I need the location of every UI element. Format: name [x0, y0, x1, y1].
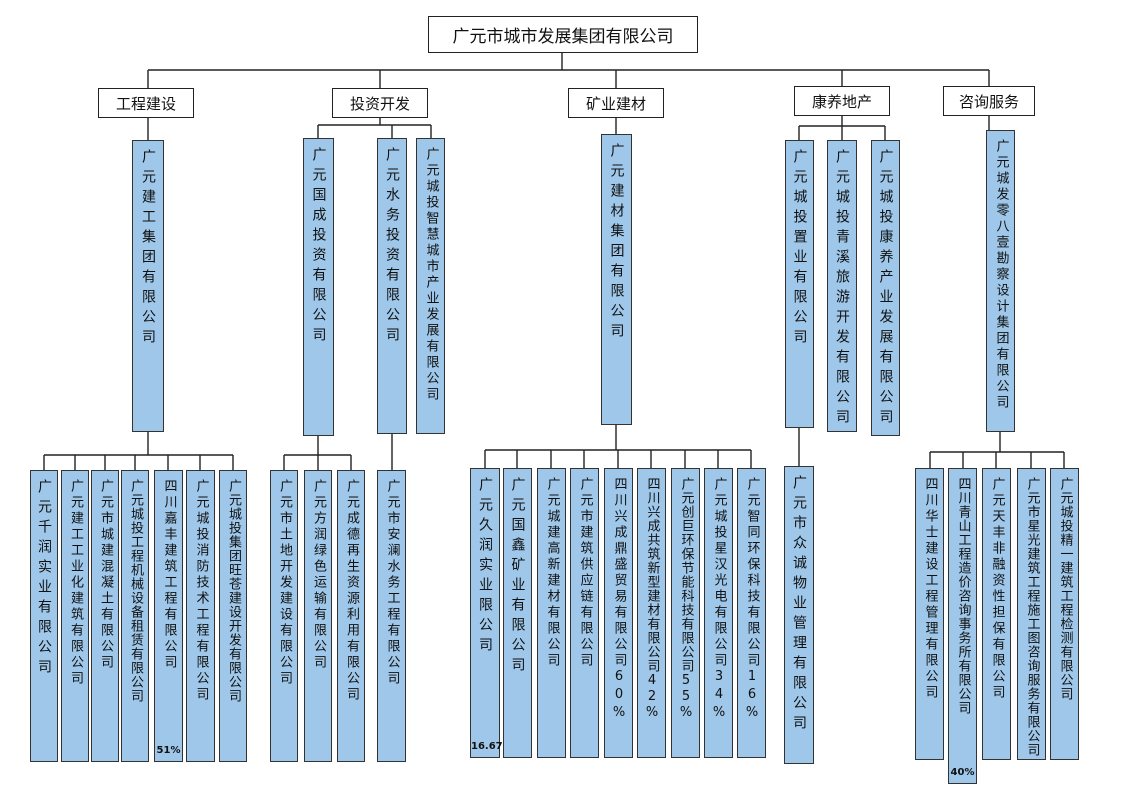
leaf-company: 广元城投精一建筑工程检测有限公司 [1050, 468, 1079, 760]
segment-label: 康养地产 [811, 92, 872, 111]
leaf-company: 广元城投工程机械设备租赁有限公司 [121, 470, 149, 762]
leaf-company: 广元创巨环保节能科技有限公司55% [671, 468, 700, 758]
leaf-company: 广元城投星汉光电有限公司34% [704, 468, 733, 758]
leaf-company-label: 广元城投精一建筑工程检测有限公司 [1057, 477, 1073, 701]
leaf-company: 四川青山工程造价咨询事务所有限公司 40% [948, 468, 977, 784]
leaf-company-label: 广元市建筑供应链有限公司 [577, 477, 593, 669]
leaf-company: 广元城建高新建材有限公司 [537, 468, 566, 758]
segment-label: 工程建设 [115, 94, 176, 113]
leaf-company: 广元成德再生资源利用有限公司 [337, 470, 365, 762]
mid-company-guocheng: 广元国成投资有限公司 [303, 138, 334, 436]
mid-company-smartcity: 广元城投智慧城市产业发展有限公司 [416, 138, 445, 434]
mid-company-label: 广元城投康养产业发展有限公司 [877, 149, 894, 429]
segment-mining: 矿业建材 [568, 88, 664, 118]
leaf-company: 广元市安澜水务工程有限公司 [377, 470, 406, 762]
mid-company-building-materials: 广元建材集团有限公司 [601, 134, 632, 425]
mid-company-water: 广元水务投资有限公司 [377, 138, 407, 434]
leaf-company-label: 广元天丰非融资性担保有限公司 [989, 477, 1005, 701]
leaf-company: 广元国鑫矿业有限公司 [503, 468, 532, 758]
mid-company-kangyang: 广元城投康养产业发展有限公司 [871, 140, 900, 436]
leaf-company-label: 四川华士建设工程管理有限公司 [922, 477, 938, 701]
segment-label: 投资开发 [349, 94, 410, 113]
leaf-company-label: 四川嘉丰建筑工程有限公司 [161, 479, 177, 671]
leaf-company-label: 广元方润绿色运输有限公司 [311, 479, 326, 671]
leaf-company: 广元建工工业化建筑有限公司 [61, 470, 89, 762]
leaf-company-label: 广元城投工程机械设备租赁有限公司 [128, 479, 143, 703]
leaf-company: 四川嘉丰建筑工程有限公司 51% [154, 470, 183, 762]
leaf-company: 广元久润实业限公司 16.67% [470, 468, 513, 758]
leaf-company-label: 广元千润实业有限公司 [36, 479, 52, 679]
leaf-company: 广元千润实业有限公司 [30, 470, 58, 762]
leaf-company: 广元市建筑供应链有限公司 [570, 468, 599, 758]
leaf-company-label: 广元市众诚物业管理有限公司 [791, 475, 807, 735]
leaf-company: 广元市城建混凝土有限公司 [91, 470, 119, 762]
leaf-company-label: 广元建工工业化建筑有限公司 [68, 479, 83, 687]
segment-label: 矿业建材 [585, 94, 646, 113]
leaf-company-label: 广元市安澜水务工程有限公司 [384, 479, 400, 687]
mid-company-label: 广元建材集团有限公司 [608, 143, 625, 343]
leaf-company-label: 广元城投星汉光电有限公司34% [711, 477, 727, 723]
leaf-company-label: 广元市土地开发建设有限公司 [277, 479, 292, 687]
leaf-company: 四川兴成共筑新型建材有限公司42% [637, 468, 666, 758]
leaf-company-label: 四川兴成共筑新型建材有限公司42% [644, 477, 660, 721]
leaf-company-label: 广元城投消防技术工程有限公司 [193, 479, 209, 703]
leaf-company-label: 广元城建高新建材有限公司 [544, 477, 560, 669]
ownership-percent: 16.67% [471, 741, 513, 752]
leaf-company-label: 四川兴成鼎盛贸易有限公司60% [611, 477, 627, 723]
segment-healthcare-realestate: 康养地产 [794, 86, 890, 116]
ownership-percent: 40% [950, 767, 975, 778]
leaf-company-label: 广元城投集团旺苍建设开发有限公司 [226, 479, 241, 703]
leaf-company-label: 广元久润实业限公司 [477, 477, 493, 657]
root-company-box: 广元市城市发展集团有限公司 [428, 16, 698, 53]
segment-consulting: 咨询服务 [943, 86, 1035, 116]
leaf-company-label: 广元成德再生资源利用有限公司 [344, 479, 359, 703]
mid-company-label: 广元城投智慧城市产业发展有限公司 [423, 147, 439, 403]
leaf-company-zhongcheng: 广元市众诚物业管理有限公司 [784, 466, 814, 764]
mid-company-qingxi: 广元城投青溪旅游开发有限公司 [827, 140, 857, 432]
leaf-company-label: 四川青山工程造价咨询事务所有限公司 [955, 477, 971, 715]
mid-company-label: 广元城投置业有限公司 [791, 149, 808, 349]
segment-investment: 投资开发 [332, 88, 428, 118]
root-company-label: 广元市城市发展集团有限公司 [452, 27, 674, 47]
leaf-company: 广元方润绿色运输有限公司 [304, 470, 332, 762]
leaf-company-label: 广元市星光建筑工程施工图咨询服务有限公司 [1024, 477, 1040, 757]
leaf-company: 广元市星光建筑工程施工图咨询服务有限公司 [1017, 468, 1046, 760]
segment-engineering: 工程建设 [98, 88, 194, 118]
leaf-company: 广元天丰非融资性担保有限公司 [982, 468, 1011, 760]
leaf-company: 广元城投集团旺苍建设开发有限公司 [219, 470, 247, 762]
mid-company-label: 广元城投青溪旅游开发有限公司 [834, 149, 850, 429]
leaf-company: 四川兴成鼎盛贸易有限公司60% [604, 468, 633, 758]
mid-company-label: 广元国成投资有限公司 [310, 147, 327, 347]
leaf-company: 四川华士建设工程管理有限公司 [915, 468, 944, 760]
leaf-company-label: 广元国鑫矿业有限公司 [509, 477, 526, 677]
leaf-company: 广元市土地开发建设有限公司 [270, 470, 298, 762]
mid-company-label: 广元建工集团有限公司 [140, 149, 156, 349]
leaf-company-label: 广元创巨环保节能科技有限公司55% [678, 477, 694, 721]
mid-company-081-survey: 广元城发零八壹勘察设计集团有限公司 [986, 130, 1015, 432]
mid-company-label: 广元水务投资有限公司 [384, 147, 400, 347]
leaf-company: 广元城投消防技术工程有限公司 [186, 470, 215, 762]
mid-company-zhiye: 广元城投置业有限公司 [785, 140, 814, 428]
leaf-company-label: 广元智同环保科技有限公司16% [744, 477, 760, 723]
segment-label: 咨询服务 [958, 92, 1019, 111]
ownership-percent: 51% [156, 745, 181, 756]
mid-company-jiangong: 广元建工集团有限公司 [132, 140, 164, 432]
leaf-company: 广元智同环保科技有限公司16% [737, 468, 766, 758]
mid-company-label: 广元城发零八壹勘察设计集团有限公司 [993, 139, 1009, 411]
leaf-company-label: 广元市城建混凝土有限公司 [98, 479, 113, 671]
